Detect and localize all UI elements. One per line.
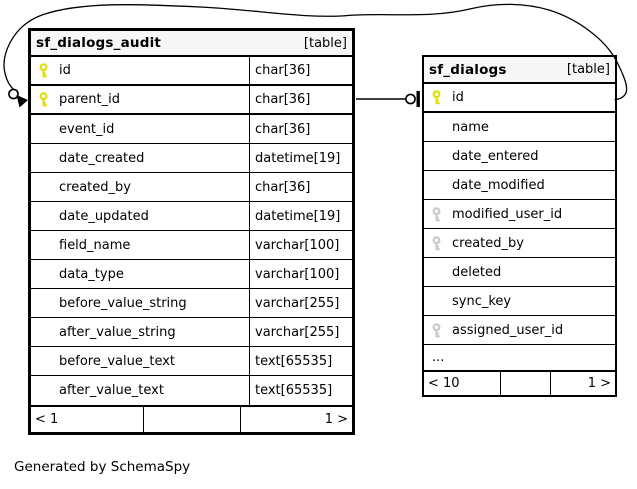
column-row: created_by char[36] — [31, 173, 352, 202]
table-name: sf_dialogs — [429, 61, 507, 78]
more-columns-ellipsis: ... — [432, 350, 445, 365]
column-type: varchar[100] — [255, 266, 340, 282]
column-row: id char[36] — [31, 57, 352, 86]
column-row: data_type varchar[100] — [31, 260, 352, 289]
key-icon-slot — [424, 287, 452, 315]
table-header[interactable]: sf_dialogs_audit [table] — [31, 31, 352, 57]
table-badge: [table] — [566, 62, 610, 77]
key-icon-slot — [31, 173, 59, 201]
column-list: id char[36] parent_id char[36] event_id … — [31, 57, 352, 405]
column-type: varchar[255] — [255, 295, 340, 311]
key-icon-slot — [31, 347, 59, 375]
table-node-sf-dialogs[interactable]: sf_dialogs [table] id name date_entered … — [422, 55, 617, 397]
column-name: date_entered — [452, 148, 539, 164]
primary-key-icon — [424, 84, 452, 111]
key-icon-slot — [424, 258, 452, 286]
primary-key-icon — [31, 57, 59, 84]
column-row: before_value_string varchar[255] — [31, 289, 352, 318]
key-icon-slot — [424, 113, 452, 141]
column-name: field_name — [59, 237, 131, 253]
fk-arrowhead — [16, 95, 28, 108]
column-type: text[65535] — [255, 383, 333, 398]
column-name: created_by — [59, 179, 131, 195]
column-type: char[36] — [255, 63, 311, 78]
column-row: assigned_user_id — [424, 316, 615, 345]
key-icon-slot — [31, 231, 59, 259]
key-icon-slot — [424, 142, 452, 170]
column-name: date_created — [59, 150, 145, 166]
column-name: name — [452, 119, 489, 135]
column-type: datetime[19] — [255, 150, 341, 166]
key-icon-slot — [31, 202, 59, 230]
column-row: created_by — [424, 229, 615, 258]
footer-spacer — [501, 372, 551, 395]
table-node-sf-dialogs-audit[interactable]: sf_dialogs_audit [table] id char[36] par… — [28, 28, 355, 435]
column-row: field_name varchar[100] — [31, 231, 352, 260]
column-name: before_value_text — [59, 353, 176, 369]
generator-credit: Generated by SchemaSpy — [14, 459, 191, 475]
column-row: event_id char[36] — [31, 115, 352, 144]
key-icon-slot — [424, 171, 452, 199]
key-icon-slot — [31, 115, 59, 143]
key-icon-slot — [31, 289, 59, 317]
column-name: before_value_string — [59, 295, 187, 311]
implied-key-icon — [424, 229, 452, 257]
footer-spacer — [144, 407, 241, 432]
column-name: date_updated — [59, 208, 149, 224]
table-header[interactable]: sf_dialogs [table] — [424, 57, 615, 84]
column-row: date_created datetime[19] — [31, 144, 352, 173]
column-type: datetime[19] — [255, 208, 341, 224]
child-count: 1 > — [587, 376, 611, 391]
column-list: id name date_entered date_modified modif… — [424, 84, 615, 370]
column-type: char[36] — [255, 92, 311, 107]
key-icon-slot — [31, 376, 59, 405]
zero-cardinality-circle — [8, 88, 19, 100]
column-name: data_type — [59, 266, 124, 282]
zero-cardinality-circle — [405, 93, 416, 105]
table-footer: < 1 1 > — [31, 405, 352, 432]
column-row: modified_user_id — [424, 200, 615, 229]
column-row: parent_id char[36] — [31, 86, 352, 115]
table-badge: [table] — [303, 35, 347, 51]
column-row: sync_key — [424, 287, 615, 316]
column-name: id — [59, 63, 71, 78]
implied-key-icon — [424, 316, 452, 344]
table-name: sf_dialogs_audit — [36, 35, 162, 51]
column-name: event_id — [59, 121, 115, 137]
column-name: deleted — [452, 264, 502, 280]
column-row: before_value_text text[65535] — [31, 347, 352, 376]
one-cardinality-bar — [416, 91, 420, 107]
column-row: id — [424, 84, 615, 113]
table-footer: < 10 1 > — [424, 370, 615, 395]
primary-key-icon — [31, 86, 59, 113]
column-type: char[36] — [255, 179, 311, 195]
column-row: name — [424, 113, 615, 142]
column-name: modified_user_id — [452, 206, 563, 222]
column-name: after_value_string — [59, 324, 176, 340]
column-row: date_modified — [424, 171, 615, 200]
column-type: varchar[100] — [255, 237, 340, 253]
column-name: id — [452, 90, 464, 105]
column-name: assigned_user_id — [452, 322, 564, 338]
column-name: parent_id — [59, 92, 120, 107]
column-row: after_value_string varchar[255] — [31, 318, 352, 347]
implied-key-icon — [424, 200, 452, 228]
key-icon-slot — [31, 318, 59, 346]
parent-count: < 1 — [31, 407, 144, 432]
key-icon-slot — [31, 260, 59, 288]
column-type: text[65535] — [255, 353, 333, 369]
child-count: 1 > — [324, 412, 348, 427]
column-type: varchar[255] — [255, 324, 340, 340]
column-row: date_updated datetime[19] — [31, 202, 352, 231]
column-name: created_by — [452, 235, 524, 251]
parent-count: < 10 — [424, 372, 501, 395]
column-name: date_modified — [452, 177, 545, 193]
column-row: after_value_text text[65535] — [31, 376, 352, 405]
column-name: sync_key — [452, 293, 512, 309]
column-row: deleted — [424, 258, 615, 287]
key-icon-slot — [31, 144, 59, 172]
column-row: date_entered — [424, 142, 615, 171]
column-type: char[36] — [255, 121, 311, 137]
column-name: after_value_text — [59, 383, 164, 398]
